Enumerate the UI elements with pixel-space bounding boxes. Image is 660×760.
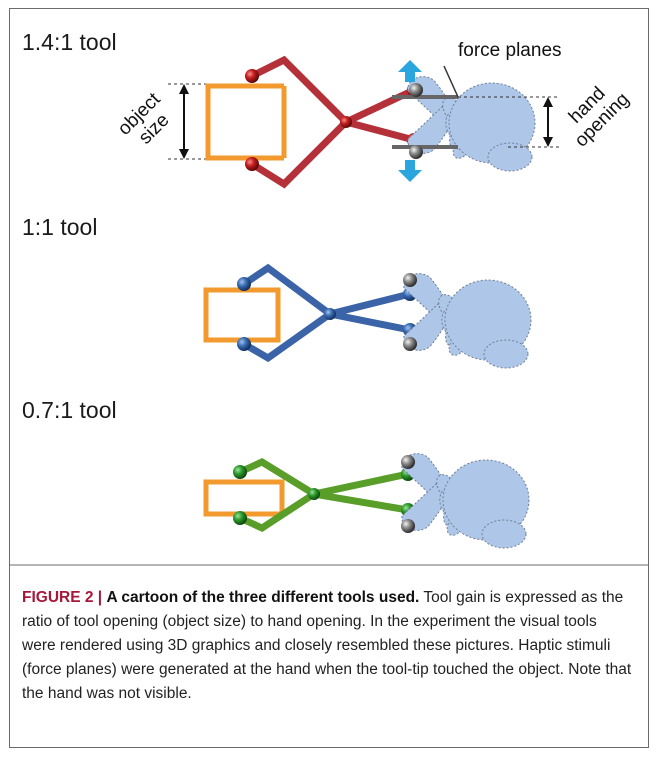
caption-title: A cartoon of the three different tools u… [106, 589, 420, 606]
panel-2-title: 1:1 tool [22, 214, 97, 240]
tool-1.4-tip-lower [245, 157, 259, 171]
caption-body: Tool gain is expressed as the ratio of t… [22, 589, 632, 702]
object-square-1 [205, 83, 250, 161]
tool-0.7-pivot [308, 488, 320, 500]
tool-1.4-pivot [340, 116, 352, 128]
object-square-2 [203, 287, 281, 343]
figure-illustration: 1.4:1 tool object size force pla [10, 29, 648, 566]
tool-0.7-linkage [236, 458, 412, 532]
tool-1-tip-upper [237, 277, 251, 291]
object-size-dimension [168, 83, 212, 160]
tool-0.7-tip-lower [233, 511, 247, 525]
panel-3-title: 0.7:1 tool [22, 397, 117, 423]
tool-1.4-tip-upper [245, 69, 259, 83]
hand-3 [401, 453, 530, 549]
grip-ball-lower-3 [401, 519, 415, 533]
grip-ball-upper-1 [409, 83, 423, 97]
figure-frame [9, 8, 649, 748]
tool-1-linkage [240, 263, 414, 363]
force-planes [392, 95, 458, 149]
force-planes-leader [443, 65, 459, 98]
grip-ball-lower-2 [403, 337, 417, 351]
figure-caption: FIGURE 2 | A cartoon of the three differ… [22, 586, 634, 706]
tool-1.4-linkage [248, 55, 418, 189]
caption-figure-label: FIGURE 2 | [22, 589, 103, 606]
force-planes-label: force planes [458, 40, 562, 61]
hand-opening-dimension [458, 96, 560, 148]
grip-ball-lower-1 [409, 145, 423, 159]
tool-1-pivot [324, 308, 336, 320]
hand-2 [403, 273, 532, 369]
tool-1-tip-lower [237, 337, 251, 351]
grip-ball-upper-2 [403, 273, 417, 287]
panel-1-title: 1.4:1 tool [22, 29, 117, 55]
object-square-3 [203, 479, 285, 517]
force-arrow-up [398, 60, 422, 82]
hand-1 [407, 76, 536, 172]
force-arrow-down [398, 160, 422, 182]
grip-ball-upper-3 [401, 455, 415, 469]
tool-0.7-tip-upper [233, 465, 247, 479]
